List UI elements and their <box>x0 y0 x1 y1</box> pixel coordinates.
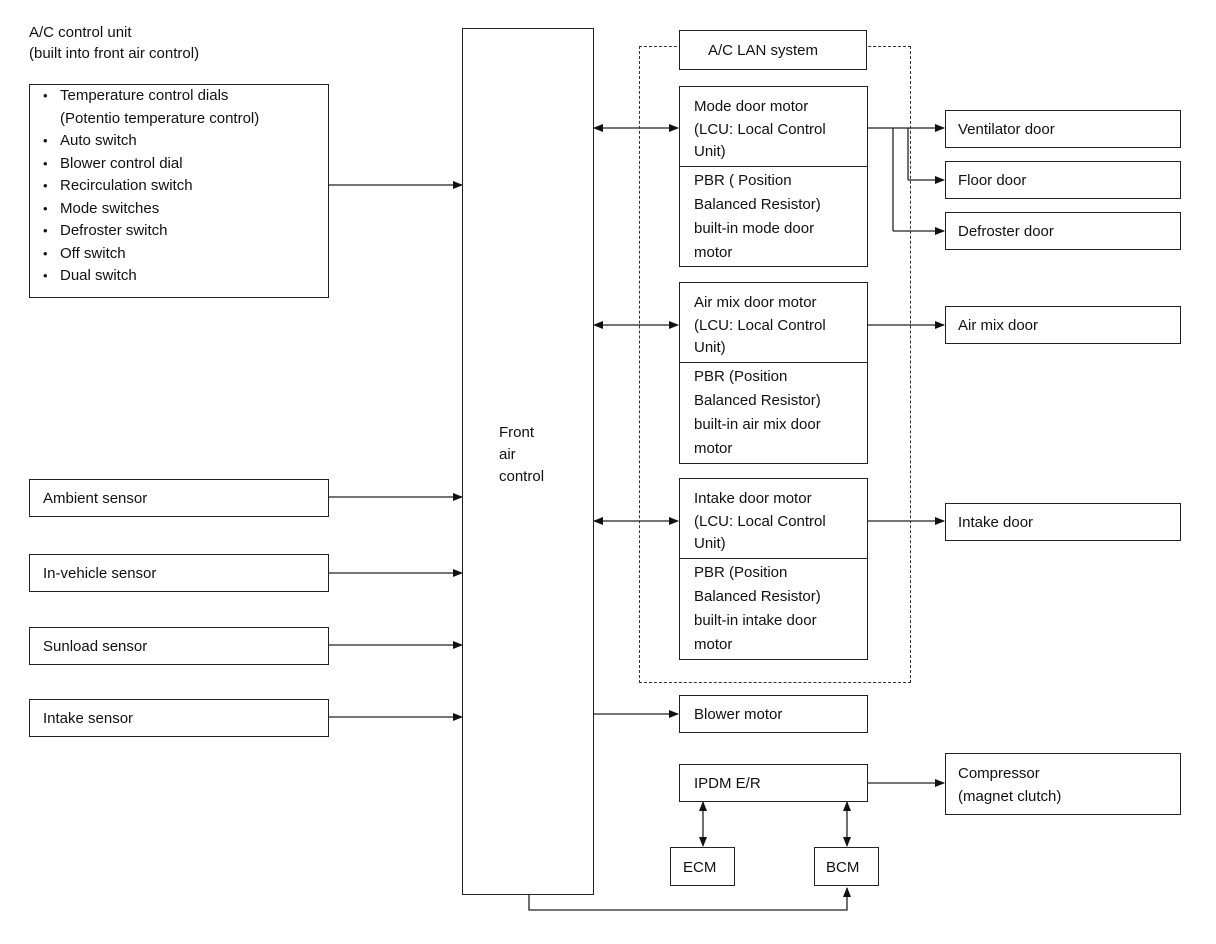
airmix-motor-lcu-box: Air mix door motor (LCU: Local Control U… <box>679 282 868 363</box>
item-auto-switch: Auto switch <box>40 130 259 153</box>
intake-motor-pbr-label: PBR (Position Balanced Resistor) built-i… <box>694 564 821 653</box>
item-blower-dial: Blower control dial <box>40 153 259 176</box>
mode-motor-pbr-box: PBR ( Position Balanced Resistor) built-… <box>679 166 868 267</box>
blower-motor-box: Blower motor <box>679 695 868 733</box>
item-temperature-dials: Temperature control dials <box>40 85 259 108</box>
in-vehicle-sensor-label: In-vehicle sensor <box>43 565 157 582</box>
mode-motor-pbr-label: PBR ( Position Balanced Resistor) built-… <box>694 172 821 261</box>
intake-sensor-box: Intake sensor <box>29 699 329 737</box>
airmix-motor-pbr-label: PBR (Position Balanced Resistor) built-i… <box>694 368 821 457</box>
ambient-sensor-label: Ambient sensor <box>43 490 148 507</box>
blower-motor-label: Blower motor <box>694 706 783 723</box>
mode-motor-lcu-box: Mode door motor (LCU: Local Control Unit… <box>679 86 868 167</box>
defroster-door-label: Defroster door <box>958 223 1054 240</box>
compressor-box: Compressor (magnet clutch) <box>945 753 1181 815</box>
ventilator-door-label: Ventilator door <box>958 121 1055 138</box>
ecm-label: ECM <box>683 859 717 876</box>
ipdm-label: IPDM E/R <box>694 775 761 792</box>
wire-front-to-bcm <box>528 887 851 911</box>
item-recirculation-switch: Recirculation switch <box>40 175 259 198</box>
floor-door-box: Floor door <box>945 161 1181 199</box>
lan-system-box: A/C LAN system <box>679 30 867 70</box>
intake-motor-lcu-box: Intake door motor (LCU: Local Control Un… <box>679 478 868 559</box>
airmix-door-label: Air mix door <box>958 317 1039 334</box>
airmix-door-box: Air mix door <box>945 306 1181 344</box>
compressor-label: Compressor (magnet clutch) <box>958 765 1062 805</box>
intake-sensor-label: Intake sensor <box>43 710 134 727</box>
control-unit-box: Temperature control dials (Potentio temp… <box>29 84 329 298</box>
intake-door-box: Intake door <box>945 503 1181 541</box>
bcm-label: BCM <box>826 859 860 876</box>
intake-door-label: Intake door <box>958 514 1034 531</box>
floor-door-label: Floor door <box>958 172 1027 189</box>
item-potentio: (Potentio temperature control) <box>60 109 260 127</box>
bcm-box: BCM <box>814 847 879 886</box>
ipdm-box: IPDM E/R <box>679 764 868 802</box>
airmix-motor-pbr-box: PBR (Position Balanced Resistor) built-i… <box>679 362 868 464</box>
front-air-control-box: Front air control <box>462 28 594 895</box>
item-defroster-switch: Defroster switch <box>40 220 259 243</box>
item-off-switch: Off switch <box>40 243 259 266</box>
airmix-motor-lcu-label: Air mix door motor (LCU: Local Control U… <box>694 294 826 356</box>
intake-motor-pbr-box: PBR (Position Balanced Resistor) built-i… <box>679 558 868 660</box>
in-vehicle-sensor-box: In-vehicle sensor <box>29 554 329 592</box>
sunload-sensor-label: Sunload sensor <box>43 638 148 655</box>
item-dual-switch: Dual switch <box>40 265 259 288</box>
ecm-box: ECM <box>670 847 735 886</box>
intake-motor-lcu-label: Intake door motor (LCU: Local Control Un… <box>694 490 826 552</box>
lan-system-label: A/C LAN system <box>708 42 819 59</box>
defroster-door-box: Defroster door <box>945 212 1181 250</box>
sunload-sensor-box: Sunload sensor <box>29 627 329 665</box>
item-mode-switches: Mode switches <box>40 198 259 221</box>
front-air-control-label: Front air control <box>499 424 545 485</box>
ambient-sensor-box: Ambient sensor <box>29 479 329 517</box>
control-unit-title: A/C control unit (built into front air c… <box>29 24 200 62</box>
ventilator-door-box: Ventilator door <box>945 110 1181 148</box>
mode-motor-lcu-label: Mode door motor (LCU: Local Control Unit… <box>694 98 826 160</box>
